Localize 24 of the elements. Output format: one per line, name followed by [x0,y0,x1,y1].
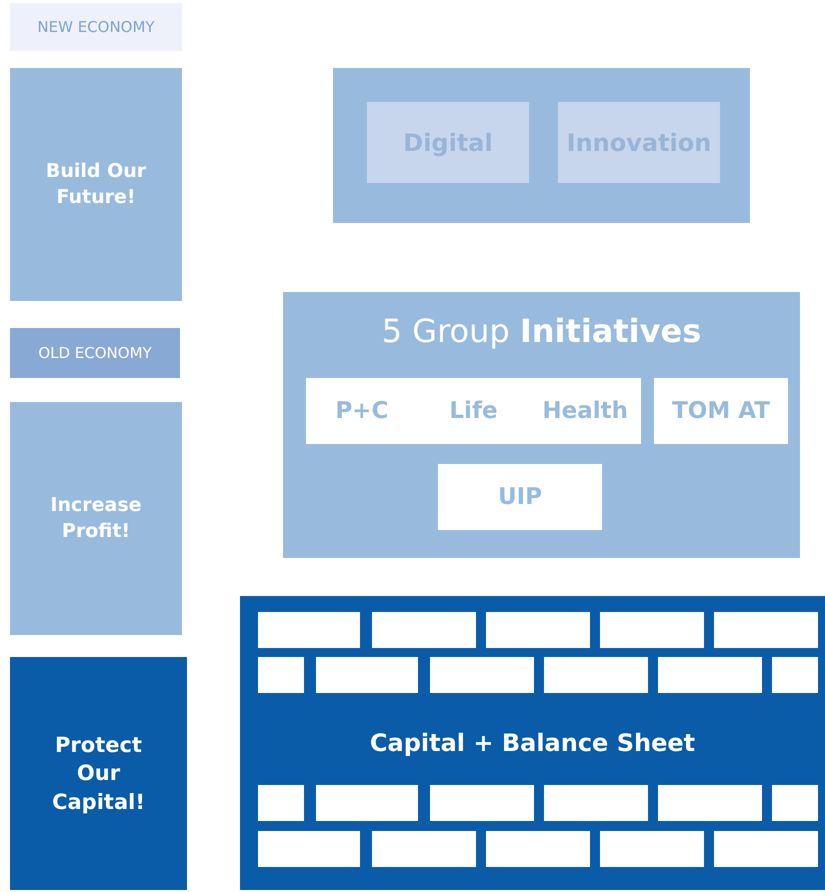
goal-panel [10,402,182,635]
node-label: OLD ECONOMY [37,343,153,364]
node-label: Protect Our Capital! [51,732,146,816]
initiative-box [654,378,788,444]
node-label: Build Our Future! [44,159,148,210]
initiative-box [438,464,602,530]
node-label: Capital + Balance Sheet [368,728,696,759]
initiative-box [306,378,641,444]
node-label: TOM AT [671,396,771,426]
topic-box [558,102,720,183]
node-label: P+C [334,396,390,426]
node-label: Increase Profit! [49,493,143,544]
container-panel [333,68,750,223]
node-label: Health [541,396,629,426]
topic-box [367,102,529,183]
section-band [10,328,180,378]
initiatives-panel [283,292,800,558]
goal-panel [10,657,187,890]
node-label: NEW ECONOMY [36,17,156,38]
node-label: Life [448,396,499,426]
foundation-panel [240,596,825,890]
goal-panel [10,68,182,301]
node-label: UIP [496,482,544,512]
panel-title: 5 Group Initiatives [380,311,702,352]
